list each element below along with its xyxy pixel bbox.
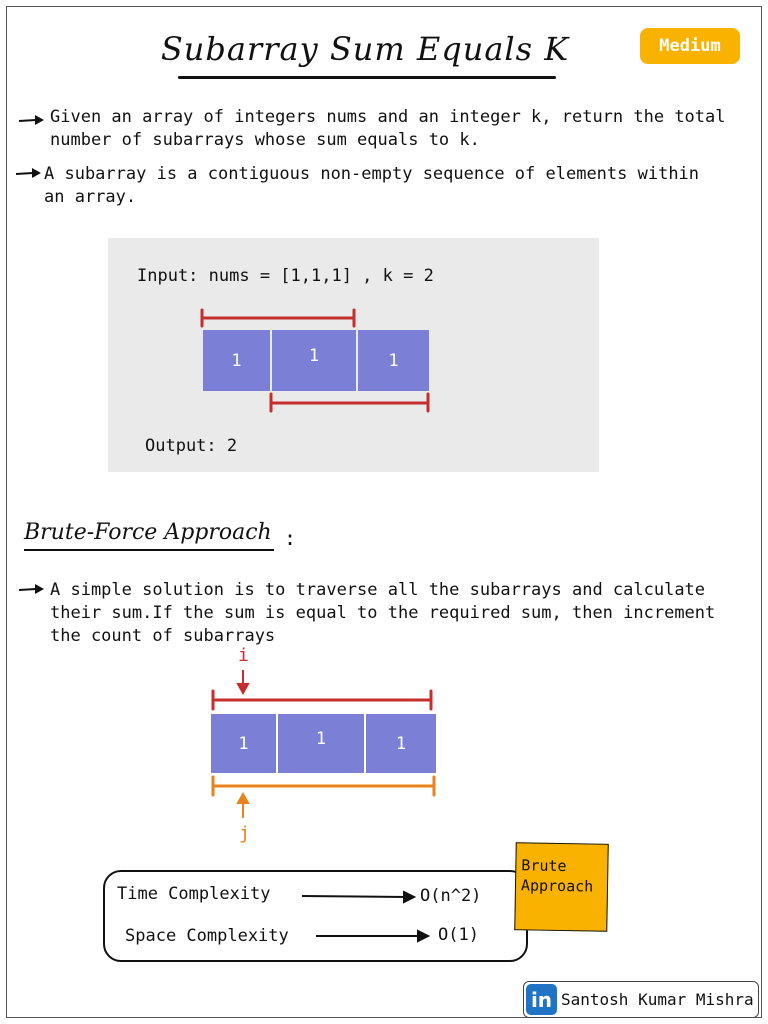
page-title: Subarray Sum Equals K [160, 30, 570, 68]
description-line: A subarray is a contiguous non-empty seq… [44, 164, 700, 184]
description-line: an array. [44, 187, 137, 207]
approach-line: A simple solution is to traverse all the… [50, 580, 706, 600]
sticky-note-line: Brute [521, 856, 567, 876]
space-complexity-label: Space Complexity [125, 926, 289, 946]
sticky-note-line: Approach [520, 876, 594, 896]
sticky-note: Brute Approach [514, 842, 609, 932]
array-cell: 1 [366, 714, 436, 773]
difficulty-badge: Medium [640, 28, 740, 64]
section-heading-underline [24, 549, 274, 551]
section-heading: Brute-Force Approach [24, 520, 272, 545]
pointer-j-label: j [239, 823, 250, 844]
bullet-arrow-icon [18, 584, 44, 594]
array-cell: 1 [203, 330, 270, 391]
example-input: Input: nums = [1,1,1] , k = 2 [137, 266, 434, 286]
array-cell: 1 [358, 330, 429, 391]
array-cell: 1 [211, 714, 276, 773]
array-cell: 1 [272, 330, 356, 391]
time-complexity-label: Time Complexity [117, 884, 271, 904]
array-cell: 1 [278, 714, 364, 773]
page-frame [6, 6, 762, 1018]
bullet-arrow-icon [18, 115, 44, 125]
time-complexity-value: O(n^2) [420, 886, 482, 906]
author-footer: in Santosh Kumar Mishra [523, 981, 759, 1018]
section-heading-text: Brute-Force Approach [24, 520, 272, 545]
approach-line: their sum.If the sum is equal to the req… [50, 603, 716, 623]
author-name: Santosh Kumar Mishra [561, 990, 754, 1009]
space-complexity-value: O(1) [438, 925, 479, 945]
linkedin-icon: in [526, 984, 557, 1015]
pointer-i-label: i [238, 645, 249, 666]
title-underline [178, 76, 556, 79]
section-heading-colon: : [284, 526, 297, 550]
approach-line: the count of subarrays [50, 626, 276, 646]
example-output: Output: 2 [145, 436, 238, 456]
description-line: number of subarrays whose sum equals to … [50, 130, 480, 150]
description-line: Given an array of integers nums and an i… [50, 107, 726, 127]
bullet-arrow-icon [15, 168, 41, 178]
